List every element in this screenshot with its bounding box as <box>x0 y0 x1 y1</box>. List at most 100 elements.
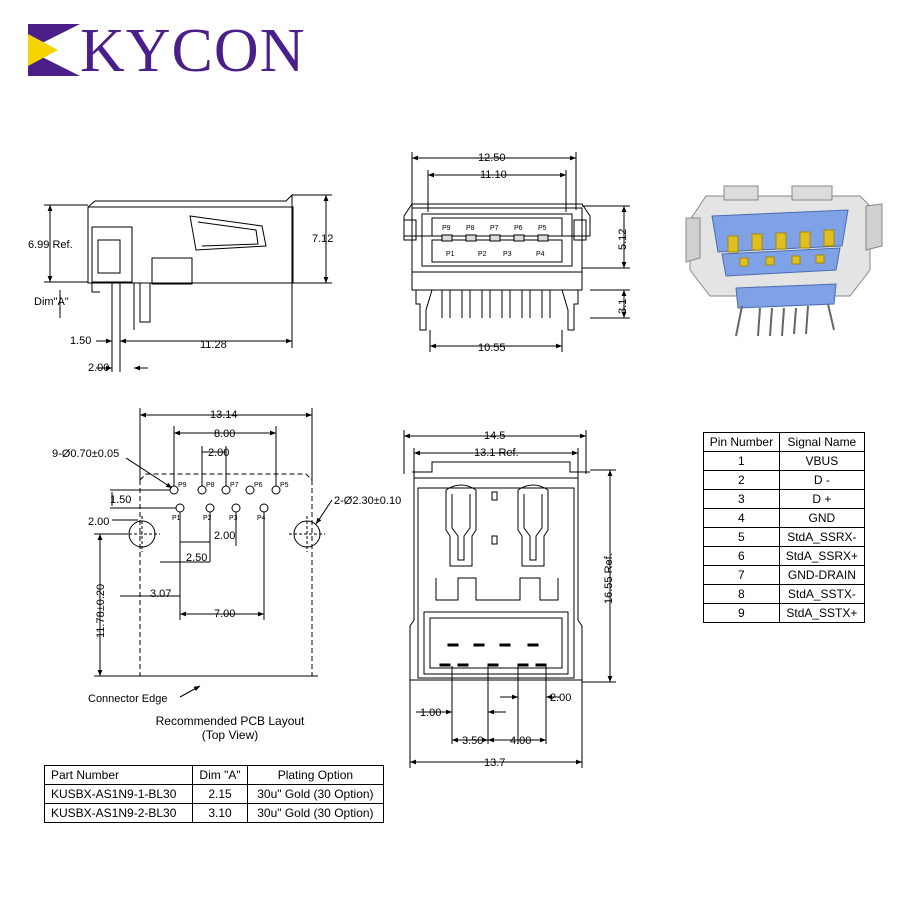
side-view <box>44 193 332 372</box>
connector-render <box>685 185 883 337</box>
label-height: 7.12 <box>312 233 333 245</box>
label-connector-edge: Connector Edge <box>88 693 168 705</box>
pcb-signal-holes <box>169 485 281 513</box>
label-11-28: 11.28 <box>200 339 227 351</box>
label-14-5: 14.5 <box>484 430 505 442</box>
front-pin-p8: P8 <box>466 225 475 232</box>
label-11-78: 11.78±0.20 <box>95 584 107 638</box>
front-pin-p6: P6 <box>514 225 523 232</box>
pcb-pin-labels: P9 P8 P7 P6 P5 P1 P2 P3 P4 <box>172 482 289 522</box>
pcb-pin-p1: P1 <box>172 515 181 522</box>
label-13-14: 13.14 <box>210 409 238 421</box>
signal-name: GND-DRAIN <box>778 565 866 585</box>
pin-number: 2 <box>703 470 780 490</box>
label-1-50: 1.50 <box>70 335 91 347</box>
front-view <box>403 152 630 352</box>
pcb-pin-p7: P7 <box>230 482 239 489</box>
signal-name: StdA_SSTX+ <box>778 603 866 623</box>
front-view-pin-labels: P9 P8 P7 P6 P5 P1 P2 P3 P4 <box>442 225 547 258</box>
pcb-pin-p9: P9 <box>178 482 187 489</box>
top-view-labels: 14.5 13.1 Ref. 16.55 Ref. 1.00 2.00 3.50… <box>420 430 615 769</box>
label-11-10: 11.10 <box>480 169 507 181</box>
front-view-leads <box>441 290 551 318</box>
dim-a-value: 3.10 <box>192 803 248 823</box>
pin-number: 1 <box>703 451 780 471</box>
label-2-00-pitch: 2.00 <box>208 447 229 459</box>
plating-option: 30u" Gold (30 Option) <box>246 803 385 823</box>
signal-name: StdA_SSTX- <box>778 584 866 604</box>
part-table-header-part: Part Number <box>43 765 194 785</box>
pcb-caption: Recommended PCB Layout (Top View) <box>130 714 330 742</box>
label-5-12: 5.12 <box>617 229 629 250</box>
pin-number: 7 <box>703 565 780 585</box>
pin-number: 5 <box>703 527 780 547</box>
pin-number: 4 <box>703 508 780 528</box>
label-hole-callout: 9-Ø0.70±0.05 <box>52 448 119 460</box>
label-height-ref: 6.99 Ref. <box>28 239 73 251</box>
signal-name: GND <box>778 508 866 528</box>
label-2-00: 2.00 <box>88 362 109 374</box>
pcb-pin-p8: P8 <box>206 482 215 489</box>
brand-wordmark: KYCON <box>80 17 306 85</box>
front-pin-p4: P4 <box>536 251 545 258</box>
plating-option: 30u" Gold (30 Option) <box>246 784 385 804</box>
table-row: KUSBX-AS1N9-2-BL30 3.10 30u" Gold (30 Op… <box>43 803 385 823</box>
label-13-7: 13.7 <box>484 757 505 769</box>
dim-a-value: 2.15 <box>192 784 248 804</box>
label-3-1: 3.1 <box>617 299 629 314</box>
label-mount-hole-callout: 2-Ø2.30±0.10 <box>334 495 401 507</box>
pin-number: 3 <box>703 489 780 509</box>
label-3-50: 3.50 <box>462 735 483 747</box>
front-pin-p2: P2 <box>478 251 487 258</box>
pcb-layout <box>94 408 333 698</box>
label-dim-a: Dim"A" <box>34 296 69 308</box>
pin-table-header-pin: Pin Number <box>703 432 780 452</box>
label-8-00: 8.00 <box>214 428 235 440</box>
part-table-header-plating: Plating Option <box>246 765 385 785</box>
signal-name: StdA_SSRX+ <box>778 546 866 566</box>
front-pin-p1: P1 <box>446 251 455 258</box>
front-pin-p9: P9 <box>442 225 451 232</box>
label-2-00-left: 2.00 <box>88 516 109 528</box>
part-table-header-dim: Dim "A" <box>192 765 248 785</box>
pin-table-header: Pin Number Signal Name <box>703 432 866 452</box>
side-view-labels: 6.99 Ref. 7.12 Dim"A" 1.50 11.28 2.00 <box>28 233 333 374</box>
pin-table-header-signal: Signal Name <box>778 432 866 452</box>
pcb-layout-labels: 13.14 8.00 2.00 9-Ø0.70±0.05 2-Ø2.30±0.1… <box>52 409 401 705</box>
top-view-pads <box>439 643 547 667</box>
label-1-00: 1.00 <box>420 707 441 719</box>
front-pin-p7: P7 <box>490 225 499 232</box>
signal-name: D + <box>778 489 866 509</box>
part-number: KUSBX-AS1N9-1-BL30 <box>43 784 194 804</box>
kycon-logo-mark <box>28 24 80 76</box>
top-view <box>403 430 616 768</box>
signal-name: D - <box>778 470 866 490</box>
part-number-table: Part Number Dim "A" Plating Option KUSBX… <box>43 765 385 823</box>
pin-number: 9 <box>703 603 780 623</box>
label-13-1-ref: 13.1 Ref. <box>474 447 519 459</box>
front-view-contacts <box>441 234 549 242</box>
label-10-55: 10.55 <box>478 342 506 354</box>
pcb-pin-p6: P6 <box>254 482 263 489</box>
table-row: KUSBX-AS1N9-1-BL30 2.15 30u" Gold (30 Op… <box>43 784 385 804</box>
label-12-50: 12.50 <box>478 152 506 164</box>
label-2-00: 2.00 <box>550 692 571 704</box>
pin-number: 8 <box>703 584 780 604</box>
pcb-caption-subtitle: (Top View) <box>201 728 259 742</box>
front-view-labels: 12.50 11.10 5.12 3.1 10.55 <box>478 152 629 354</box>
front-pin-p5: P5 <box>538 225 547 232</box>
pcb-pin-p2: P2 <box>203 515 212 522</box>
pcb-pin-p4: P4 <box>257 515 266 522</box>
label-2-50: 2.50 <box>186 552 207 564</box>
